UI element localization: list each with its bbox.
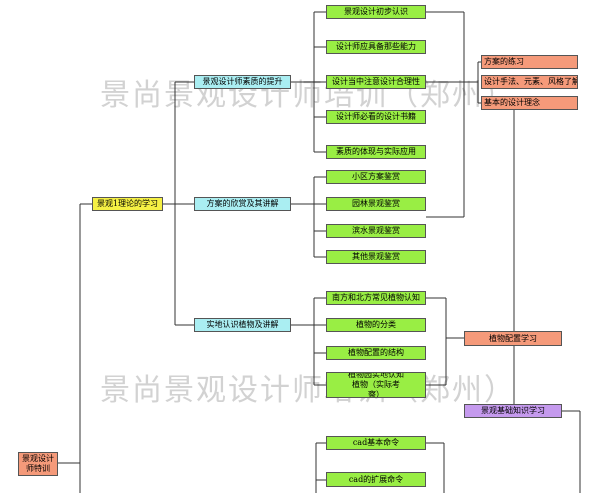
branch-appreciation[interactable]: 方案的欣赏及其讲解 [194, 197, 291, 211]
theory-node[interactable]: 景观1理论的学习 [92, 197, 163, 211]
leaf-plants-2[interactable]: 植物的分类 [326, 318, 426, 332]
branch-quality[interactable]: 景观设计师素质的提升 [194, 75, 291, 89]
leaf-appreciation-2[interactable]: 园林景观鉴赏 [326, 197, 426, 211]
branch-plants[interactable]: 实地认识植物及讲解 [194, 318, 291, 332]
leaf-cad-2[interactable]: cad的扩展命令 [326, 472, 426, 487]
leaf-appreciation-3[interactable]: 滨水景观鉴赏 [326, 224, 426, 238]
leaf-appreciation-4[interactable]: 其他景观鉴赏 [326, 250, 426, 264]
node-techniques[interactable]: 设计手法、元素、风格了解 [481, 75, 578, 89]
leaf-quality-3[interactable]: 设计当中注意设计合理性 [326, 75, 426, 89]
leaf-plants-3[interactable]: 植物配置的结构 [326, 346, 426, 360]
node-basics[interactable]: 景观基础知识学习 [464, 404, 562, 418]
leaf-appreciation-1[interactable]: 小区方案鉴赏 [326, 170, 426, 184]
leaf-cad-1[interactable]: cad基本命令 [326, 436, 426, 450]
leaf-plants-1[interactable]: 南方和北方常见植物认知 [326, 291, 426, 305]
node-plant-config[interactable]: 植物配置学习 [464, 331, 562, 346]
root-node[interactable]: 景观设计师特训 [18, 452, 58, 476]
leaf-quality-2[interactable]: 设计师应具备那些能力 [326, 40, 426, 54]
leaf-quality-5[interactable]: 素质的体现与实际应用 [326, 145, 426, 159]
leaf-quality-1[interactable]: 景观设计初步认识 [326, 5, 426, 19]
node-practice[interactable]: 方案的练习 [481, 55, 578, 69]
node-concepts[interactable]: 基本的设计理念 [481, 96, 578, 110]
leaf-quality-4[interactable]: 设计师必看的设计书籍 [326, 110, 426, 124]
leaf-plants-4[interactable]: 植物园实地认知植物（实际考察） [326, 372, 426, 398]
